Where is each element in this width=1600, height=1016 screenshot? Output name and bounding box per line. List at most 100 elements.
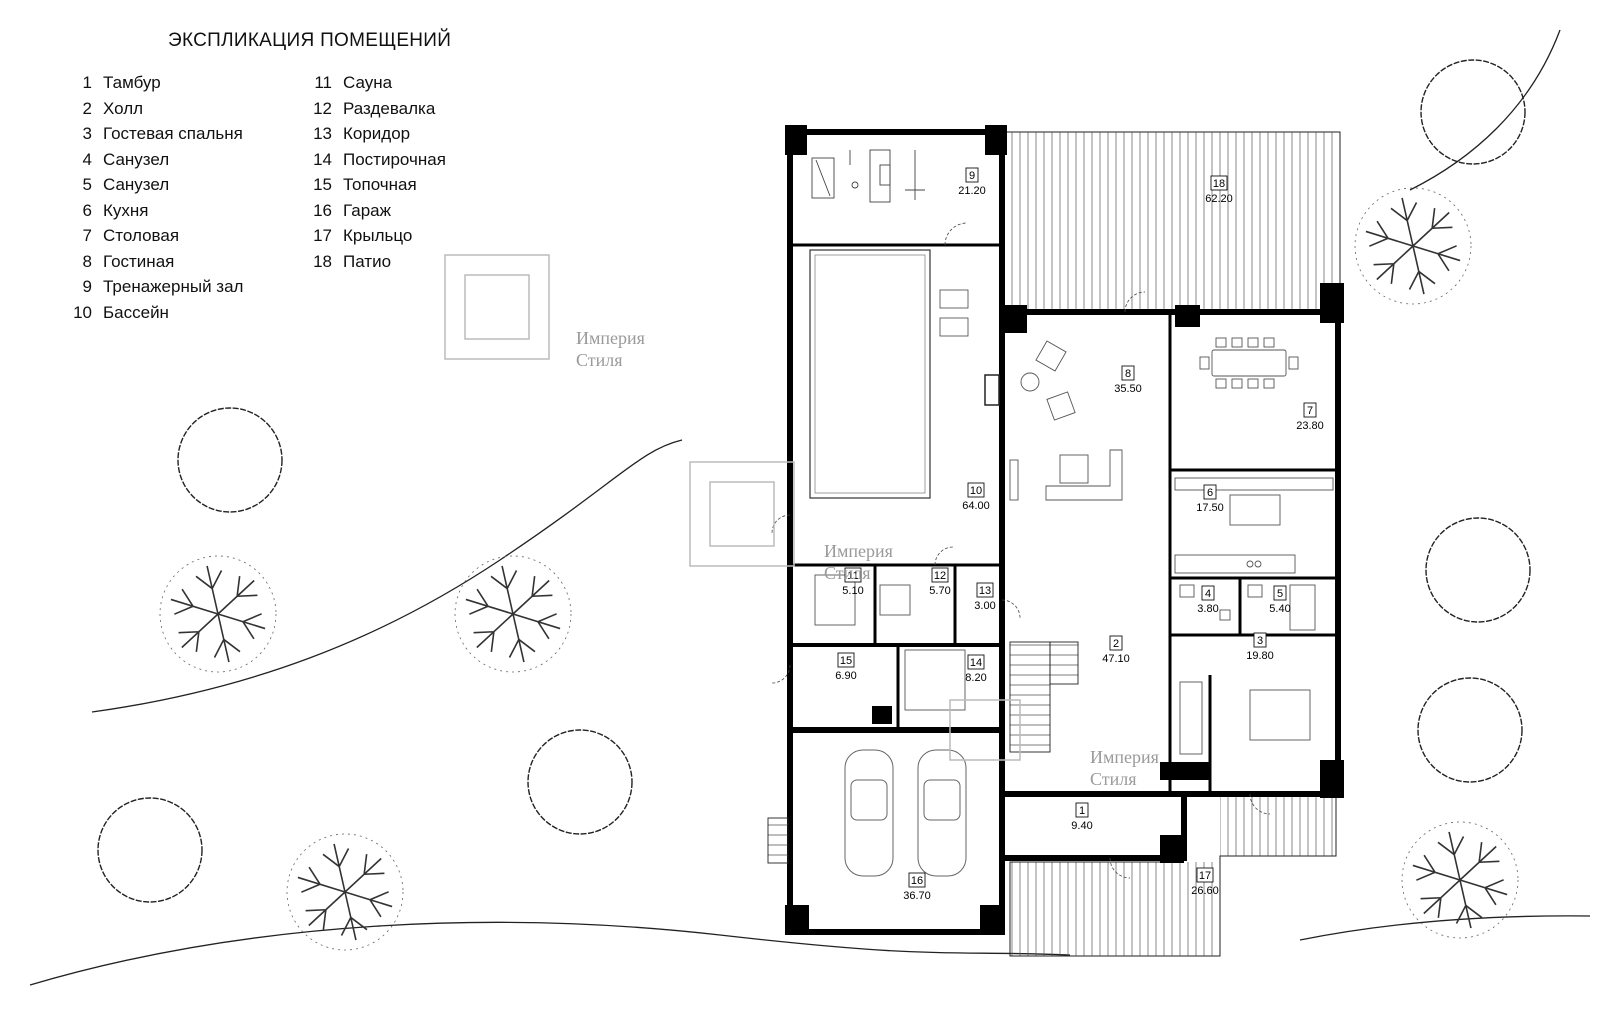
room-number-box (837, 652, 855, 668)
legend-item: 15 Топочная (302, 172, 446, 198)
legend-item-name: Гостевая спальня (103, 124, 243, 143)
legend-item: 10 Бассейн (62, 300, 243, 326)
trees (97, 59, 1531, 951)
legend-item-number: 16 (313, 200, 332, 220)
room-label-16: 16 36.70 (903, 872, 931, 902)
room-number-box (1075, 802, 1089, 818)
bath-furniture (814, 574, 1316, 755)
legend-item-name: Бассейн (103, 302, 169, 322)
room-label-6: 617.50 (1196, 484, 1224, 514)
legend-item-name: Столовая (103, 226, 180, 245)
legend-item-name: Санузел (103, 175, 170, 194)
room-number-box (976, 582, 994, 598)
legend-item-number: 11 (314, 73, 332, 92)
legend-item: 5 Санузел (62, 172, 243, 198)
room-number: 13 (979, 585, 991, 597)
legend-item-name: Гараж (343, 200, 391, 220)
room-number: 5 (1277, 588, 1283, 600)
room-number: 12 (934, 570, 946, 582)
room-number-box (967, 482, 985, 498)
legend-item-number: 5 (82, 175, 92, 194)
legend-title: ЭКСПЛИКАЦИЯ ПОМЕЩЕНИЙ (168, 30, 452, 51)
living-furniture (1009, 340, 1123, 501)
room-area: 3.80 (1197, 603, 1218, 615)
legend-item-number: 8 (82, 251, 92, 271)
watermark-text: Империя Стиля Империя Стиля Империя Стил… (576, 328, 1159, 789)
room-area: 8.20 (965, 672, 986, 684)
legend-item-number: 13 (313, 124, 332, 143)
room-number-box (965, 167, 979, 183)
room-label-12: 125.70 (929, 567, 951, 597)
room-number-box (1273, 585, 1287, 601)
room-area: 36.70 (903, 890, 931, 902)
room-number: 1 (1079, 805, 1085, 817)
legend-item-number: 1 (82, 73, 92, 92)
room-number: 11 (847, 570, 858, 582)
legend-item-name: Раздевалка (343, 98, 436, 118)
room-area: 17.50 (1196, 502, 1224, 514)
legend-item: 16 Гараж (302, 198, 446, 224)
round-tree (97, 797, 203, 903)
legend-item-number: 17 (313, 226, 332, 245)
room-number: 7 (1307, 405, 1313, 417)
room-number-box (1303, 402, 1317, 418)
legend-item: 18 Патио (302, 249, 446, 275)
legend-item-name: Топочная (343, 175, 417, 194)
room-label-5: 55.40 (1269, 585, 1291, 615)
room-label-3: 319.80 (1246, 632, 1274, 662)
porch-deck (1009, 791, 1337, 957)
room-label-15: 156.90 (835, 652, 857, 682)
room-labels: 19.40247.10319.8043.8055.40617.50723.808… (835, 167, 1324, 902)
room-number: 4 (1205, 588, 1211, 600)
legend-item-number: 9 (82, 277, 92, 296)
room-area: 47.10 (1102, 653, 1130, 665)
room-number: 16 (911, 875, 923, 887)
room-label-2: 247.10 (1102, 635, 1130, 665)
legend-item-number: 10 (73, 302, 92, 322)
room-number: 6 (1207, 487, 1213, 499)
watermark-stamps (444, 254, 1021, 761)
columns (785, 125, 1344, 935)
cars (844, 749, 967, 877)
legend-item-name: Гостиная (103, 251, 175, 271)
legend-item-number: 4 (82, 149, 92, 169)
legend-item-number: 18 (313, 251, 332, 271)
branchy-tree (1354, 187, 1472, 305)
legend-item-name: Санузел (103, 149, 170, 169)
legend-item-number: 15 (313, 175, 332, 194)
round-tree (177, 407, 283, 513)
legend-item-name: Коридор (343, 124, 411, 143)
room-area: 26.60 (1191, 885, 1219, 897)
branchy-tree (1401, 821, 1519, 939)
room-label-4: 43.80 (1197, 585, 1219, 615)
room-number-box (844, 567, 862, 583)
watermark-line1: Империя (1090, 747, 1159, 767)
room-area: 5.70 (929, 585, 950, 597)
watermark-line2: Стиля (1090, 769, 1137, 789)
legend-item-name: Патио (343, 251, 392, 271)
room-number: 14 (970, 657, 982, 669)
legend-item-number: 2 (82, 98, 92, 118)
room-number-box (967, 654, 985, 670)
branchy-tree (286, 833, 404, 951)
building-walls (787, 129, 1341, 935)
legend-item: 8 Гостиная (62, 249, 243, 275)
room-area: 9.40 (1071, 820, 1092, 832)
legend-item: 13 Коридор (302, 121, 446, 147)
stairs (767, 641, 1079, 864)
room-area: 21.20 (958, 185, 986, 197)
terrain-lines (29, 29, 1591, 986)
room-area: 5.40 (1269, 603, 1290, 615)
room-number-box (1253, 632, 1267, 648)
legend-item-number: 12 (313, 98, 332, 118)
door-swings (771, 222, 1271, 879)
legend-item-number: 14 (313, 149, 332, 169)
room-number-box (1121, 365, 1135, 381)
